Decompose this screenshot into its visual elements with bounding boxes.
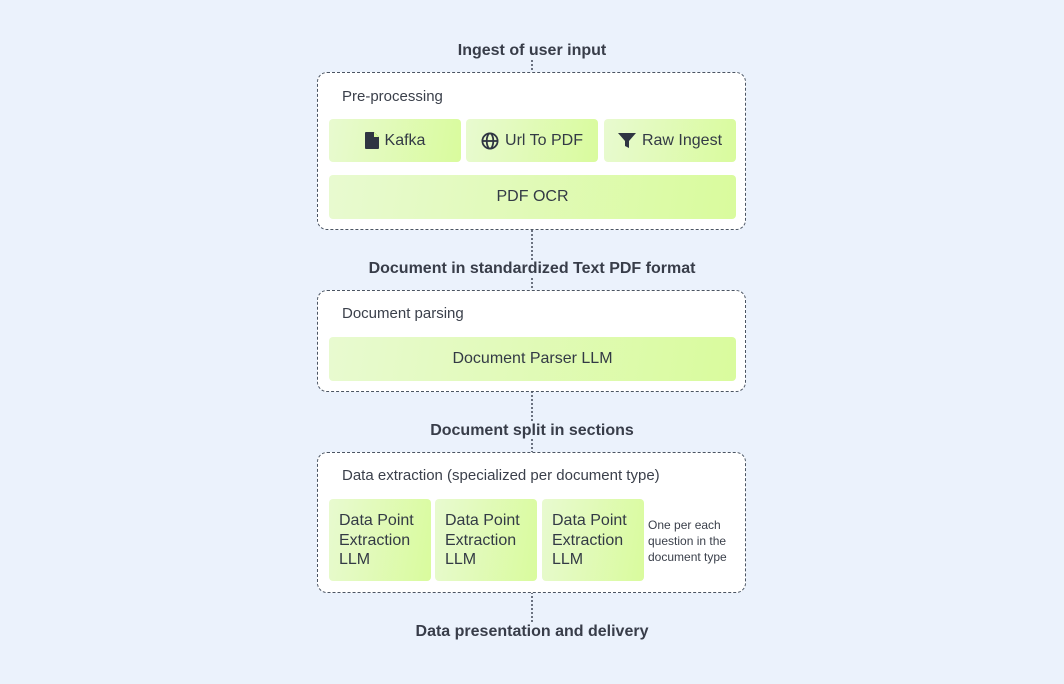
stage-label-delivery: Data presentation and delivery	[0, 622, 1064, 642]
stage-label-split: Document split in sections	[0, 421, 1064, 441]
source-url-to-pdf: Url To PDF	[466, 119, 598, 162]
globe-icon	[481, 132, 499, 150]
pdf-ocr-block: PDF OCR	[329, 175, 736, 219]
file-icon	[364, 132, 379, 149]
preprocessing-title: Pre-processing	[342, 88, 443, 105]
source-raw-ingest: Raw Ingest	[604, 119, 736, 162]
extraction-panel: Data extraction (specialized per documen…	[317, 452, 746, 593]
stage-label-ingest: Ingest of user input	[0, 41, 1064, 61]
extraction-llm-block: Data Point Extraction LLM	[435, 499, 537, 581]
parsing-title: Document parsing	[342, 305, 464, 322]
parsing-panel: Document parsing Document Parser LLM	[317, 290, 746, 392]
connector-bottom	[531, 592, 533, 622]
connector-top	[531, 60, 533, 74]
source-kafka: Kafka	[329, 119, 461, 162]
extraction-note: One per each question in the document ty…	[648, 518, 727, 564]
source-label: Raw Ingest	[641, 131, 723, 149]
extraction-llm-block: Data Point Extraction LLM	[329, 499, 431, 581]
source-label: Kafka	[384, 131, 426, 149]
stage-label-standardized: Document in standardized Text PDF format	[0, 259, 1064, 279]
extraction-llm-block: Data Point Extraction LLM	[542, 499, 644, 581]
document-parser-block: Document Parser LLM	[329, 337, 736, 381]
filter-icon	[617, 132, 636, 149]
extraction-title: Data extraction (specialized per documen…	[342, 467, 660, 484]
source-label: Url To PDF	[505, 131, 583, 149]
preprocessing-panel: Pre-processing Kafka Url To PDF Raw Inge…	[317, 72, 746, 230]
